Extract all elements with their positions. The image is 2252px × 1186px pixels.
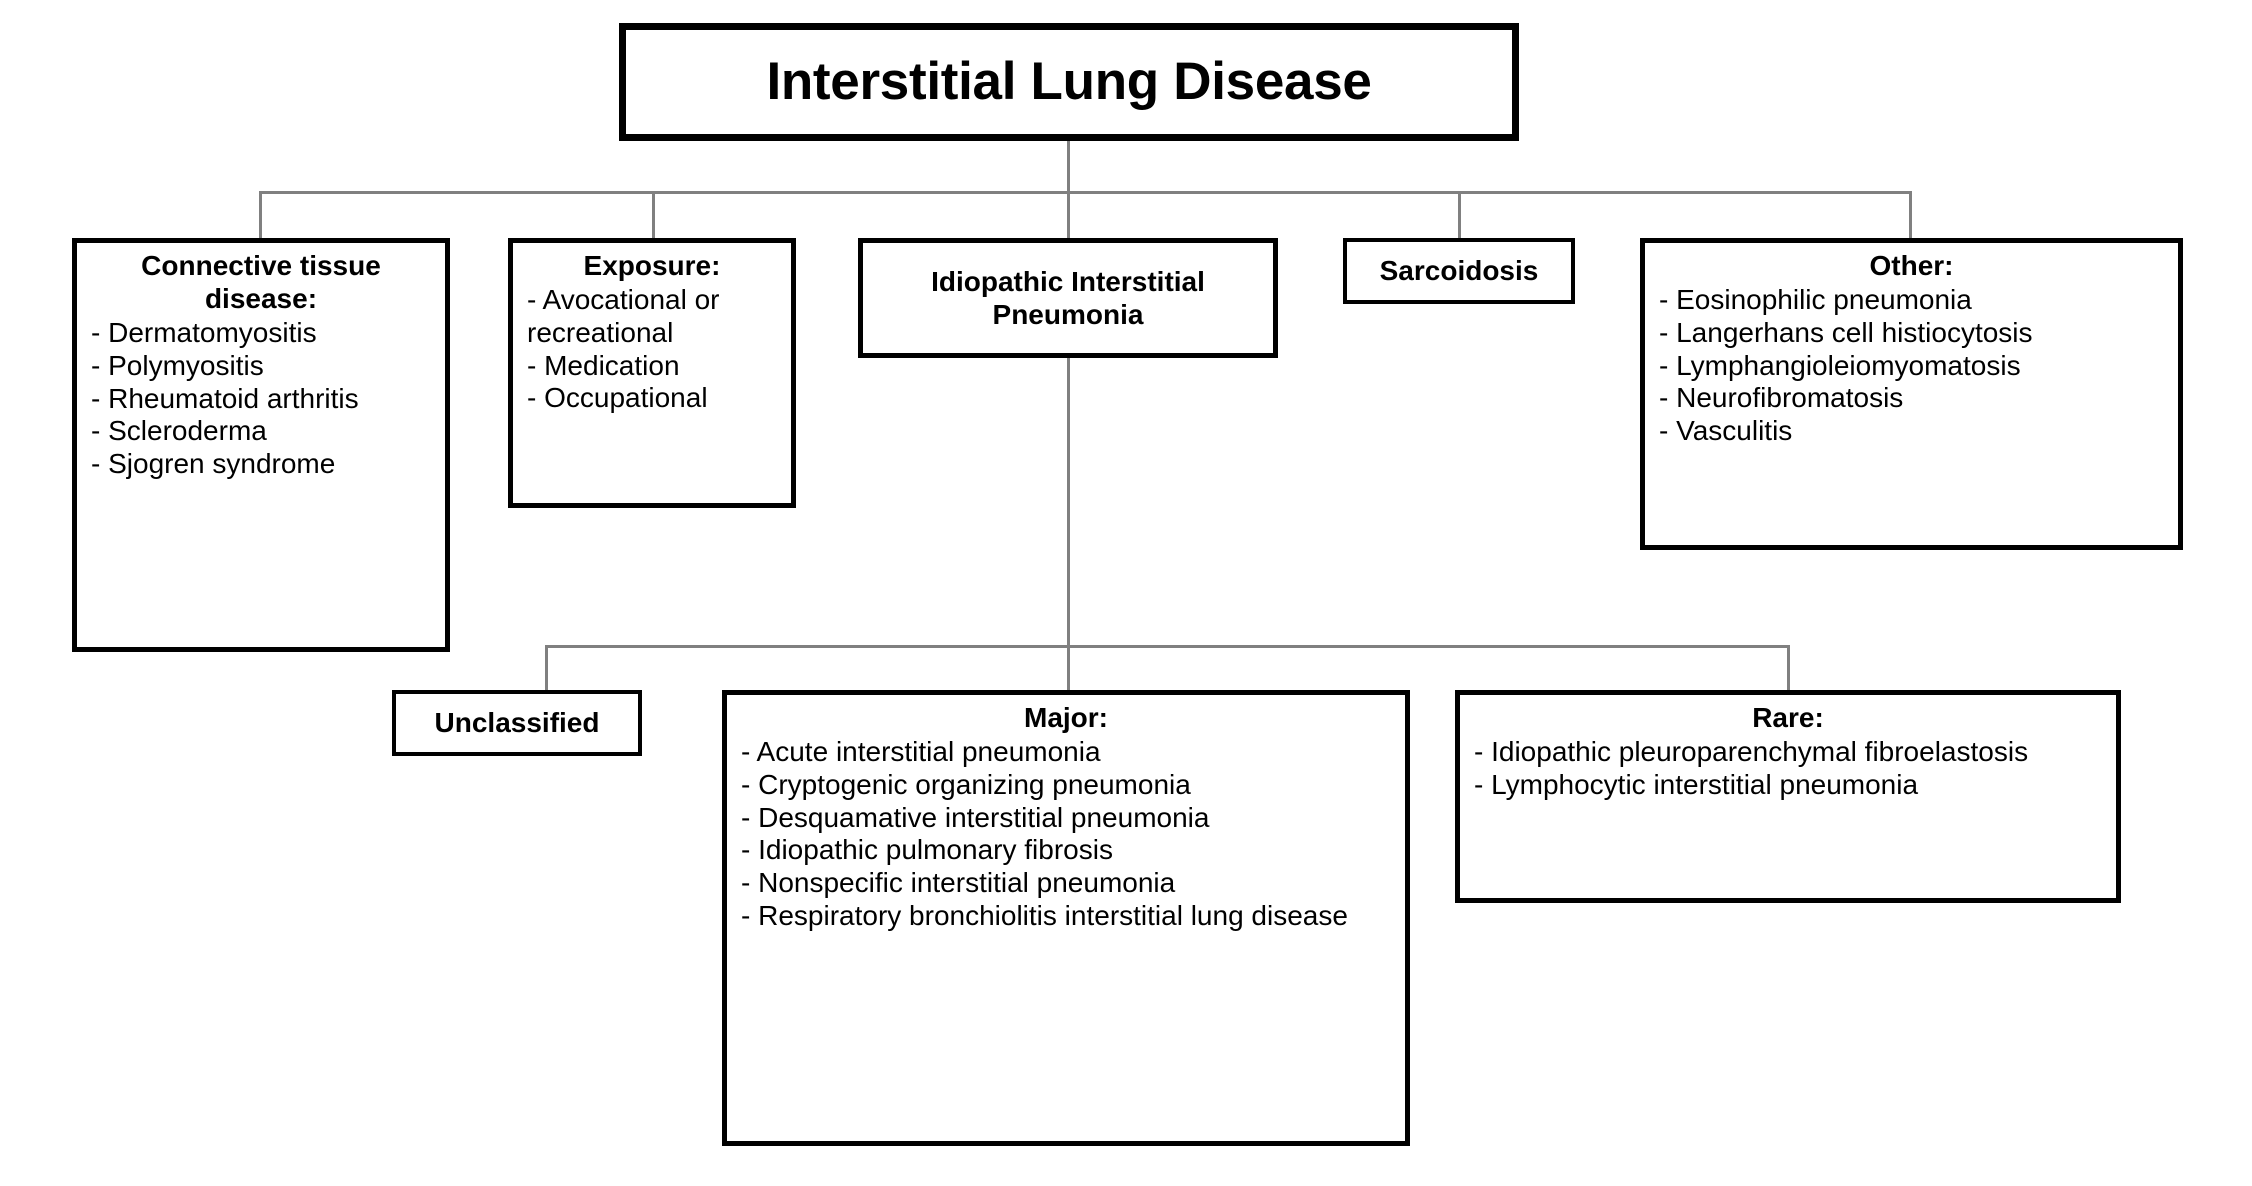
node-sarcoidosis[interactable]: Sarcoidosis: [1343, 238, 1575, 304]
connector-to-connective-tissue-disease: [259, 191, 262, 240]
list-item: - Medication: [527, 349, 680, 381]
node-rare-list: - Idiopathic pleuroparenchymal fibroelas…: [1474, 736, 2102, 802]
list-item: - Langerhans cell histiocytosis: [1659, 316, 2033, 348]
node-other-list: - Eosinophilic pneumonia - Langerhans ce…: [1659, 284, 2164, 448]
node-interstitial-lung-disease[interactable]: Interstitial Lung Disease: [619, 23, 1519, 141]
node-idiopathic-interstitial-pneumonia-title: Idiopathic Interstitial Pneumonia: [931, 265, 1205, 330]
list-item: - Rheumatoid arthritis: [91, 382, 359, 414]
node-other-title: Other:: [1869, 250, 1954, 281]
node-major-title: Major:: [1024, 702, 1108, 733]
node-idiopathic-interstitial-pneumonia[interactable]: Idiopathic Interstitial Pneumonia: [858, 238, 1278, 358]
node-connective-tissue-disease-list: - Dermatomyositis - Polymyositis - Rheum…: [91, 317, 431, 481]
list-item: - Idiopathic pleuroparenchymal fibroelas…: [1474, 736, 2029, 768]
connector-level2-bus: [545, 645, 1790, 648]
list-item: - Avocational or recreational: [527, 284, 720, 348]
node-exposure[interactable]: Exposure: - Avocational or recreational …: [508, 238, 796, 508]
list-item: - Neurofibromatosis: [1659, 382, 1904, 414]
list-item: - Respiratory bronchiolitis interstitial…: [741, 899, 1348, 931]
list-item: - Acute interstitial pneumonia: [741, 736, 1101, 768]
list-item: - Polymyositis: [91, 349, 264, 381]
node-connective-tissue-disease-title: Connective tissue disease:: [141, 250, 381, 315]
list-item: - Desquamative interstitial pneumonia: [741, 801, 1210, 833]
list-item: - Vasculitis: [1659, 415, 1793, 447]
list-item: - Occupational: [527, 382, 708, 414]
node-root-title: Interstitial Lung Disease: [766, 51, 1372, 111]
node-exposure-title: Exposure:: [583, 250, 721, 281]
connector-to-unclassified: [545, 645, 548, 692]
node-exposure-list: - Avocational or recreational - Medicati…: [527, 284, 777, 415]
list-item: - Eosinophilic pneumonia: [1659, 284, 1972, 316]
node-major[interactable]: Major: - Acute interstitial pneumonia - …: [722, 690, 1410, 1146]
list-item: - Lymphangioleiomyomatosis: [1659, 349, 2021, 381]
connector-root-stem: [1067, 141, 1070, 193]
node-other[interactable]: Other: - Eosinophilic pneumonia - Langer…: [1640, 238, 2183, 550]
connector-to-rare: [1787, 645, 1790, 692]
list-item: - Dermatomyositis: [91, 317, 317, 349]
node-unclassified-title: Unclassified: [434, 707, 600, 739]
list-item: - Idiopathic pulmonary fibrosis: [741, 834, 1113, 866]
connector-to-other: [1909, 191, 1912, 240]
node-sarcoidosis-title: Sarcoidosis: [1379, 255, 1539, 287]
connector-level1-bus: [259, 191, 1912, 194]
list-item: - Lymphocytic interstitial pneumonia: [1474, 768, 1919, 800]
list-item: - Sjogren syndrome: [91, 448, 336, 480]
connector-to-exposure: [652, 191, 655, 240]
list-item: - Nonspecific interstitial pneumonia: [741, 867, 1176, 899]
node-rare-title: Rare:: [1752, 702, 1824, 733]
connector-to-idiopathic-interstitial-pneumonia: [1067, 191, 1070, 240]
list-item: - Cryptogenic organizing pneumonia: [741, 768, 1191, 800]
node-major-list: - Acute interstitial pneumonia - Cryptog…: [741, 736, 1391, 933]
node-rare[interactable]: Rare: - Idiopathic pleuroparenchymal fib…: [1455, 690, 2121, 903]
list-item: - Scleroderma: [91, 415, 267, 447]
node-unclassified[interactable]: Unclassified: [392, 690, 642, 756]
connector-to-sarcoidosis: [1458, 191, 1461, 240]
node-connective-tissue-disease[interactable]: Connective tissue disease: - Dermatomyos…: [72, 238, 450, 652]
connector-to-major: [1067, 645, 1070, 692]
connector-iip-stem: [1067, 357, 1070, 647]
